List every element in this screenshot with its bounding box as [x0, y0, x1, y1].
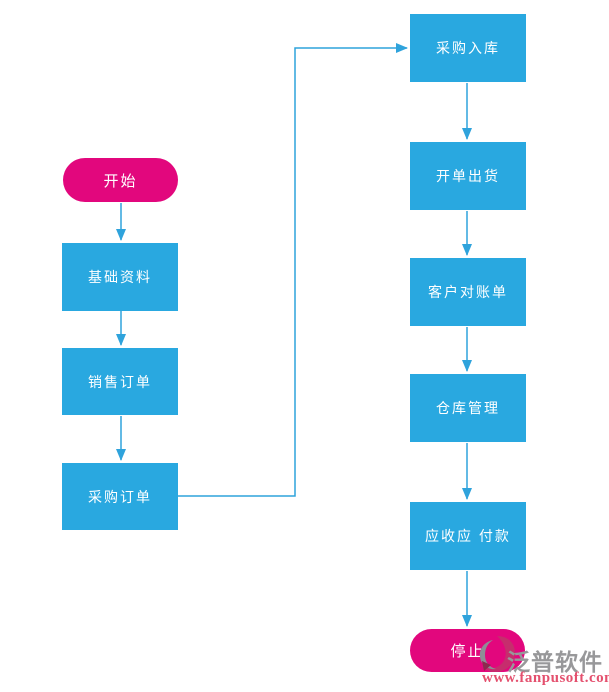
node-stop-label: 停止	[450, 643, 485, 660]
node-start: 开始	[63, 158, 178, 202]
watermark: 泛普软件 www.fanpusoft.com	[476, 632, 609, 690]
node-warehouse-management: 仓库管理	[410, 374, 526, 442]
node-purchase-order: 采购订单	[62, 463, 178, 530]
node-basic-data-label: 基础资料	[88, 269, 152, 285]
node-billing-shipment-label: 开单出货	[436, 168, 500, 184]
node-sales-order-label: 销售订单	[88, 373, 152, 390]
node-start-label: 开始	[103, 172, 138, 190]
node-purchase-order-label: 采购订单	[88, 488, 152, 505]
node-warehouse-management-label: 仓库管理	[436, 400, 500, 416]
node-basic-data: 基础资料	[62, 243, 178, 311]
node-customer-statement: 客户对账单	[410, 258, 526, 326]
node-sales-order: 销售订单	[62, 348, 178, 415]
node-billing-shipment: 开单出货	[410, 142, 526, 210]
node-purchase-inbound: 采购入库	[410, 14, 526, 82]
edge-purchase-order-to-purchase-inbound	[178, 43, 408, 497]
node-customer-statement-label: 客户对账单	[428, 284, 508, 300]
fanpu-logo-icon	[479, 636, 515, 672]
node-receivable-payable: 应收应 付款	[410, 502, 526, 570]
node-purchase-inbound-label: 采购入库	[436, 40, 500, 56]
watermark-url-text: www.fanpusoft.com	[482, 670, 609, 686]
watermark-brand-text: 泛普软件	[507, 649, 603, 675]
node-receivable-payable-label: 应收应 付款	[425, 528, 511, 544]
